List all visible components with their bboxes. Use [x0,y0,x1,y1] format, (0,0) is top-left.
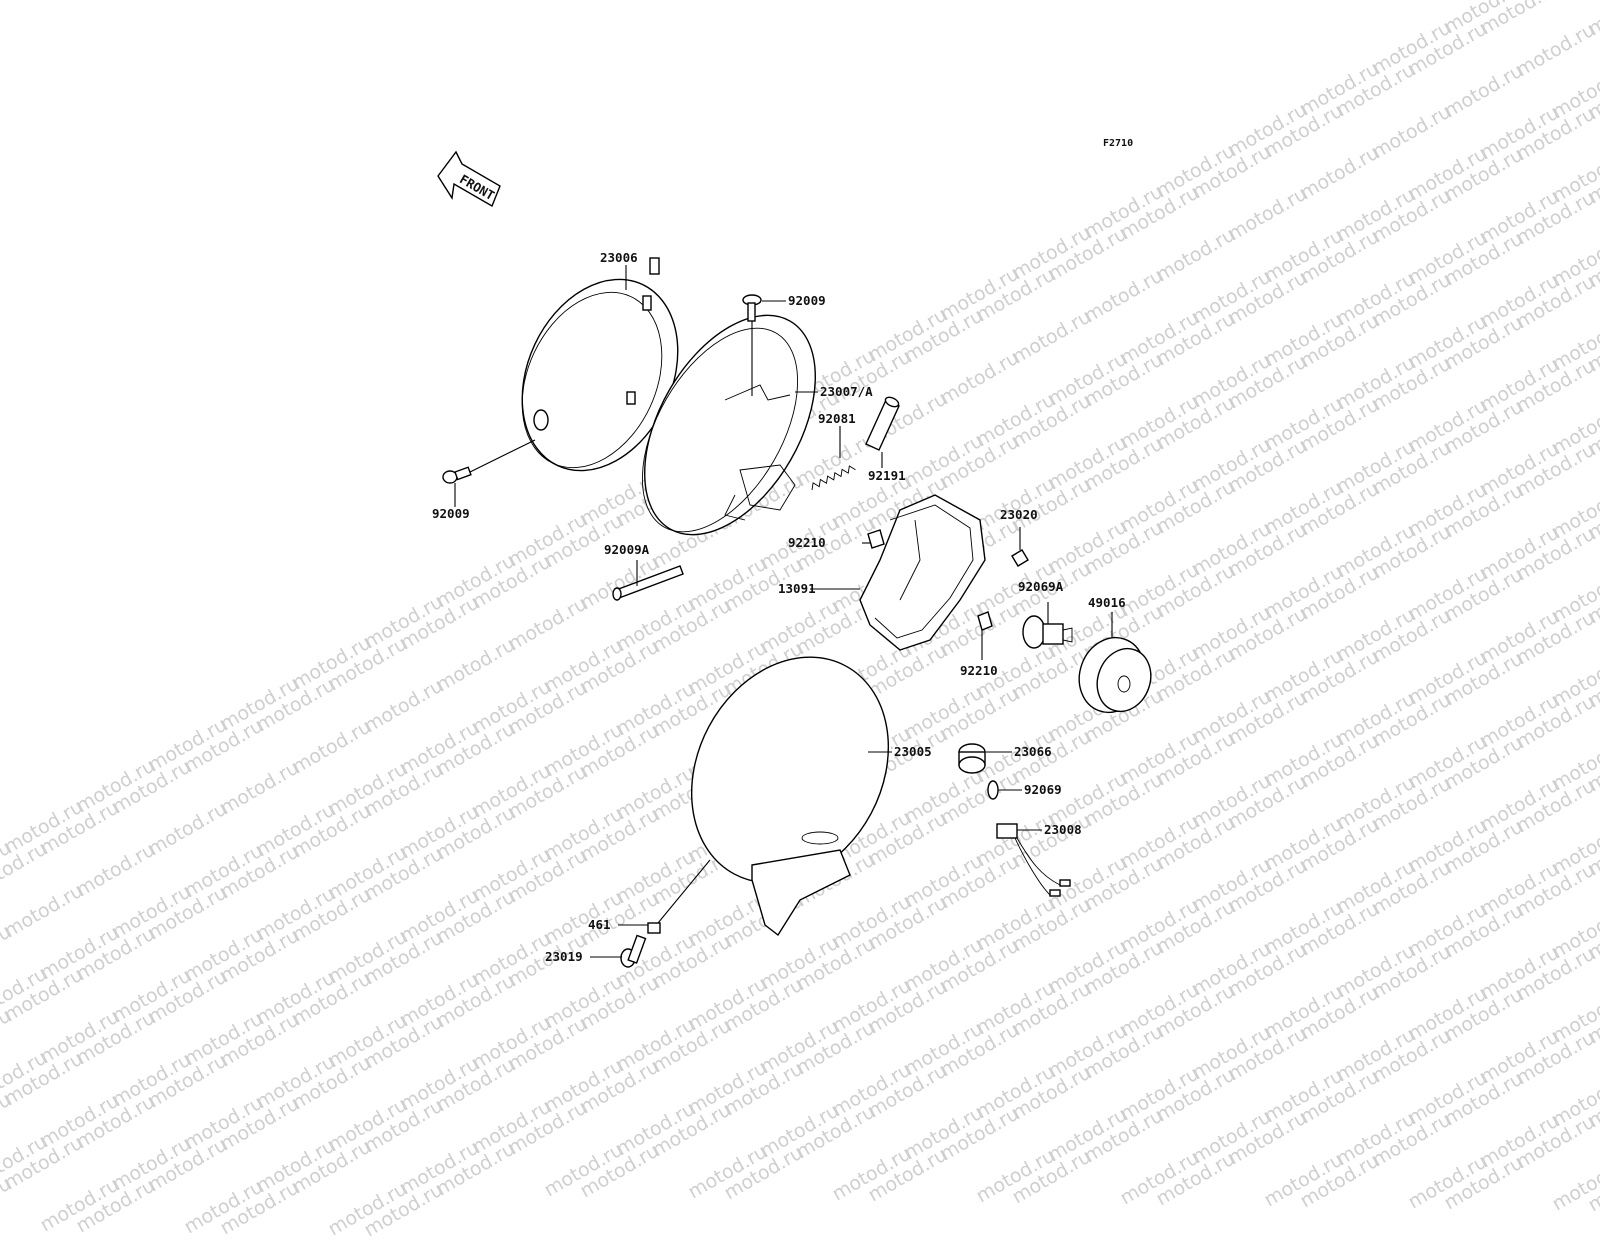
nut-461 [647,922,661,934]
label-461: 461 [588,917,611,932]
label-23020: 23020 [1000,507,1038,522]
label-23007a: 23007/A [820,384,873,399]
label-23008: 23008 [1044,822,1082,837]
bolt-23019 [620,934,647,968]
label-92009-left: 92009 [432,506,470,521]
label-23066: 23066 [1014,744,1052,759]
label-23006: 23006 [600,250,638,265]
label-92009a: 92009A [604,542,650,557]
headlight-lens-23005 [690,656,890,937]
screw-92009-left [442,466,472,484]
part-labels: 23006 92009 23007/A 92081 92191 92009 23… [432,250,1126,964]
label-13091: 13091 [778,581,816,596]
label-92210-bottom: 92210 [960,663,998,678]
bracket-13091 [859,494,986,651]
label-92191: 92191 [868,468,906,483]
headlight-housing [641,314,816,536]
cap-49016 [1078,636,1152,714]
front-arrow-icon: FRONT [437,150,501,208]
figure-code: F2710 [1103,138,1133,149]
label-92069a: 92069A [1018,579,1064,594]
spring-92081 [811,465,856,491]
socket-23008 [996,823,1071,897]
screw-92009a [612,565,684,601]
leader-lines [454,265,1113,958]
part-23020 [1011,549,1029,567]
clip-92210-top [867,529,885,549]
label-49016: 49016 [1088,595,1126,610]
tube-92191 [865,396,900,451]
screw-92009-top [742,294,762,322]
label-92081: 92081 [818,411,856,426]
label-92009-top: 92009 [788,293,826,308]
label-23019: 23019 [545,949,583,964]
bulb-92069a [1022,615,1073,649]
label-92210-top: 92210 [788,535,826,550]
bulb-92069 [987,780,999,800]
label-23005: 23005 [894,744,932,759]
grommet-23066 [958,743,986,774]
parts-diagram: FRONT F2710 [432,138,1152,968]
label-92069: 92069 [1024,782,1062,797]
clip-92210-bottom [977,611,993,631]
